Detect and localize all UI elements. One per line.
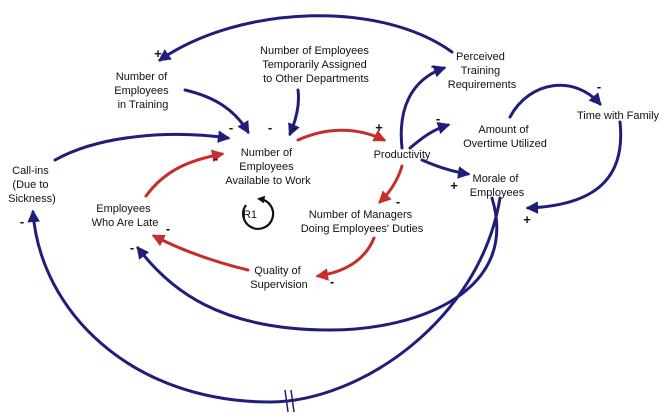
node-overtime: Amount of Overtime Utilized	[463, 124, 547, 150]
loop-r1-label: R1	[243, 209, 257, 221]
sign-training-to-available: -	[229, 120, 233, 135]
edge-morale-to-late	[136, 196, 499, 332]
edge-overtime-to-family	[508, 83, 602, 119]
sign-morale-to-late: -	[130, 240, 134, 255]
sign-productivity-to-managers: -	[396, 194, 400, 209]
edge-productivity-to-morale	[420, 158, 471, 179]
edge-productivity-to-overtime	[408, 121, 451, 150]
node-in-training: Number of Employees in Training	[114, 71, 171, 111]
delay-mark-2	[290, 389, 295, 413]
node-supervision: Quality of Supervision	[250, 265, 307, 291]
sign-callins-to-available: -	[292, 120, 296, 135]
edge-productivity-to-managers	[378, 164, 404, 204]
edge-supervision-to-late	[151, 234, 250, 272]
edge-managers-to-supervision	[315, 236, 376, 281]
edge-late-to-available	[144, 149, 225, 198]
node-managers: Number of Managers Doing Employees' Duti…	[301, 209, 424, 235]
edge-temp-to-available	[288, 88, 300, 137]
sign-productivity-to-perceived: -	[431, 58, 435, 73]
edge-morale-to-callins	[27, 196, 502, 404]
sign-supervision-to-late: -	[166, 221, 170, 236]
loop-r1-arrow	[241, 195, 275, 230]
delay-mark-1	[284, 389, 289, 413]
node-callins: Call-ins (Due to Sickness)	[8, 165, 56, 205]
sign-family-to-morale: +	[523, 212, 531, 227]
sign-managers-to-supervision: -	[330, 274, 334, 289]
sign-temp-to-available: -	[268, 120, 272, 135]
edge-perceived-to-training	[157, 14, 454, 62]
node-morale: Morale of Employees	[470, 173, 525, 199]
node-perceived-training: Perceived Training Requirements	[448, 51, 517, 91]
node-available: Number of Employees Available to Work	[225, 147, 311, 187]
sign-perceived-to-training: +	[154, 46, 162, 61]
node-temp-assigned: Number of Employees Temporarily Assigned…	[260, 45, 372, 85]
sign-overtime-to-family: -	[597, 79, 601, 94]
edge-productivity-to-perceived	[399, 65, 447, 150]
sign-productivity-to-morale: +	[450, 178, 458, 193]
node-time-family: Time with Family	[577, 110, 660, 122]
edge-available-to-productivity	[296, 128, 387, 142]
sign-late-to-available: -	[214, 151, 218, 166]
edge-training-to-available	[183, 88, 250, 135]
edge-family-to-morale	[525, 120, 623, 214]
node-late: Employees Who Are Late	[92, 203, 159, 229]
sign-productivity-to-overtime: -	[436, 111, 440, 126]
sign-morale-to-callins: -	[20, 214, 24, 229]
node-productivity: Productivity	[374, 149, 431, 161]
edge-callins-to-available	[53, 130, 231, 162]
sign-available-to-productivity: +	[375, 120, 383, 135]
